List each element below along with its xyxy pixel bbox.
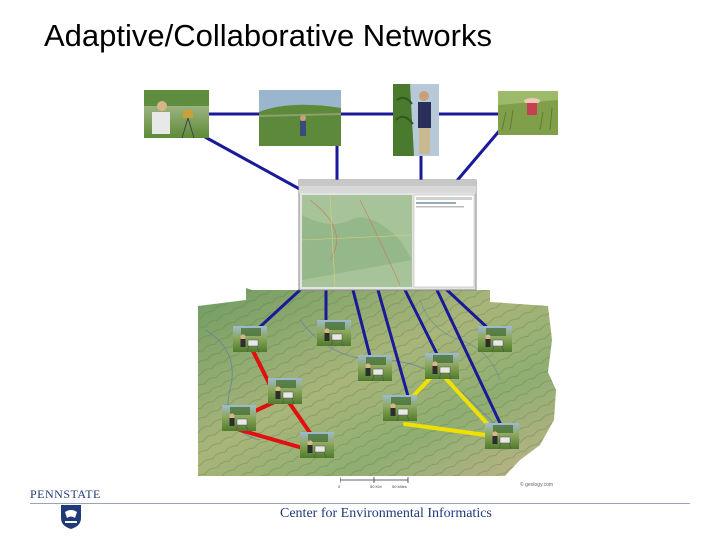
network-diagram	[144, 84, 558, 476]
field-node[interactable]	[382, 394, 418, 422]
penn-state-wordmark: PENNSTATE	[30, 487, 101, 501]
scale-label: 0	[338, 484, 341, 489]
field-node[interactable]	[316, 319, 352, 347]
field-node[interactable]	[477, 325, 513, 353]
footer-divider	[30, 503, 690, 504]
blue-links	[203, 112, 502, 425]
field-node[interactable]	[484, 422, 520, 450]
map-credit: © geology.com	[520, 482, 554, 488]
slide-title: Adaptive/Collaborative Networks	[44, 18, 492, 53]
field-node[interactable]	[267, 377, 303, 405]
field-photo-corn-researcher[interactable]	[393, 84, 439, 156]
software-window[interactable]	[298, 179, 477, 291]
organization-name: Center for Environmental Informatics	[280, 506, 492, 521]
field-node[interactable]	[232, 325, 268, 353]
field-photo-researcher-tripod[interactable]	[144, 90, 209, 139]
map-scale-bar	[340, 477, 409, 483]
scale-label: 50 Miles	[392, 484, 407, 489]
penn-state-shield-icon	[61, 505, 81, 529]
field-node[interactable]	[357, 354, 393, 382]
pennsylvania-map	[198, 288, 556, 476]
field-node[interactable]	[221, 404, 257, 432]
field-photo-grass-field[interactable]	[498, 91, 558, 135]
scale-label: 50 KM	[370, 484, 382, 489]
field-photo-soybean-field[interactable]	[258, 90, 342, 146]
field-node[interactable]	[424, 352, 460, 380]
field-node[interactable]	[299, 431, 335, 459]
